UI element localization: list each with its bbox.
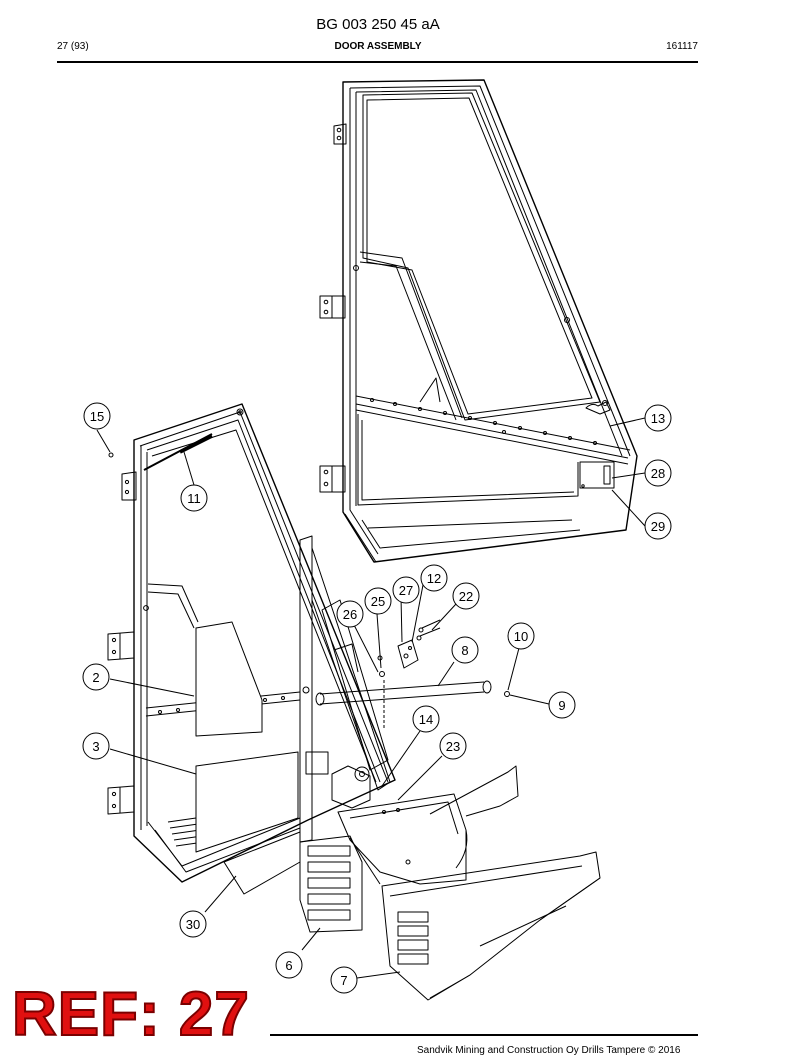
callout-2: 2: [82, 663, 110, 691]
callout-29: 29: [644, 512, 672, 540]
upper-hinges: [319, 123, 347, 493]
section-title: DOOR ASSEMBLY: [334, 41, 422, 52]
step-fender: [337, 765, 519, 885]
reference-stamp: REF: 27: [11, 980, 250, 1049]
callout-22: 22: [452, 582, 480, 610]
callout-7: 7: [330, 966, 358, 994]
lower-cover: [381, 851, 601, 1001]
callout-23: 23: [439, 732, 467, 760]
page-number: 27 (93): [57, 41, 89, 52]
callout-label: 9: [558, 698, 565, 713]
callout-label: 25: [371, 594, 385, 609]
callout-label: 13: [651, 411, 665, 426]
callout-label: 30: [186, 917, 200, 932]
callout-6: 6: [275, 951, 303, 979]
callout-27: 27: [392, 576, 420, 604]
date-code: 161117: [666, 41, 698, 52]
callout-label: 11: [187, 491, 201, 506]
callout-label: 7: [340, 973, 347, 988]
callout-10: 10: [507, 622, 535, 650]
callout-12: 12: [420, 564, 448, 592]
callout-label: 28: [651, 466, 665, 481]
callout-3: 3: [82, 732, 110, 760]
callout-label: 15: [90, 409, 104, 424]
document-number: BG 003 250 45 aA: [316, 16, 440, 33]
footer-copyright: Sandvik Mining and Construction Oy Drill…: [417, 1045, 681, 1056]
callout-9: 9: [548, 691, 576, 719]
callout-label: 27: [399, 583, 413, 598]
latch-parts: [377, 619, 441, 730]
callout-label: 22: [459, 589, 473, 604]
callout-label: 23: [446, 739, 460, 754]
callout-15: 15: [83, 402, 111, 430]
callout-14: 14: [412, 705, 440, 733]
callout-26: 26: [336, 600, 364, 628]
callout-label: 2: [92, 670, 99, 685]
door-post: [299, 535, 391, 843]
callout-8: 8: [451, 636, 479, 664]
header-rule: [57, 61, 698, 63]
callout-label: 8: [461, 643, 468, 658]
callout-11: 11: [180, 484, 208, 512]
lower-hinges: [107, 471, 137, 815]
upper-door-frame: [319, 79, 638, 563]
callout-28: 28: [644, 459, 672, 487]
callout-label: 12: [427, 571, 441, 586]
callout-label: 29: [651, 519, 665, 534]
callout-label: 26: [343, 607, 357, 622]
callout-label: 6: [285, 958, 292, 973]
callout-30: 30: [179, 910, 207, 938]
lower-door-frame: [107, 403, 396, 895]
callout-label: 3: [92, 739, 99, 754]
callout-label: 10: [514, 629, 528, 644]
callout-25: 25: [364, 587, 392, 615]
callouts: 15 11 13 28 29 12 27 25 26 22 10 8 2 9 1…: [82, 402, 672, 994]
step-housing: [299, 835, 381, 933]
cross-bar: [315, 680, 510, 706]
callout-label: 14: [419, 712, 433, 727]
footer-rule: [270, 1034, 698, 1036]
leader-lines: [96, 417, 646, 979]
callout-13: 13: [644, 404, 672, 432]
